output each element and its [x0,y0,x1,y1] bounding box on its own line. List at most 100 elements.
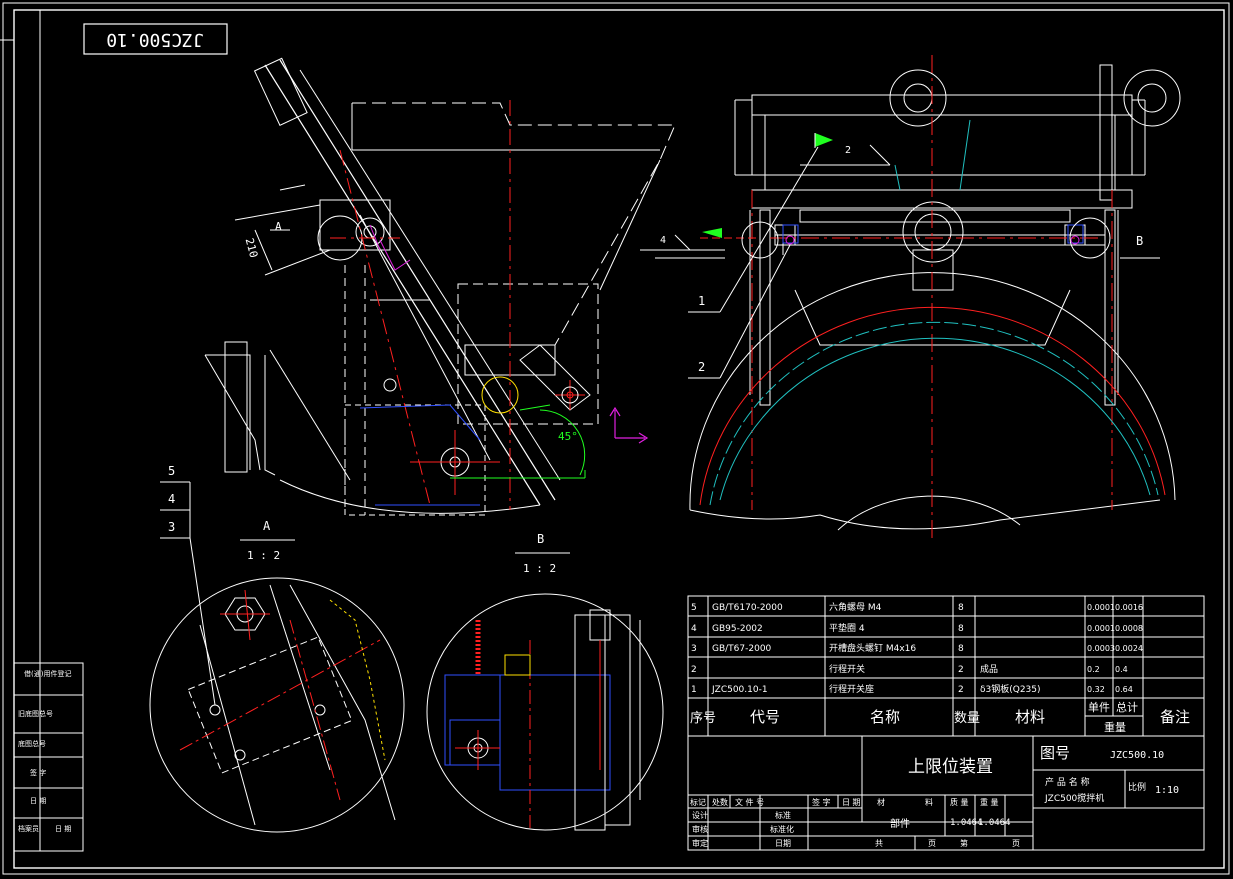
bom-header: 序号 代号 名称 数量 材料 单件 总计 重量 备注 [690,700,1190,734]
callout-2: 2 [698,360,705,374]
bom-cell-name: 开槽盘头螺钉 M4x16 [829,642,916,654]
tb-docno: 文 件 号 [735,797,764,807]
dimension-210: 210 [243,237,261,260]
tb-page: 第 [960,838,968,848]
drawing-title: 上限位装置 [908,757,993,777]
detail-b-scale: 1 : 2 [523,562,556,575]
callout-3: 3 [168,520,175,534]
tb-mass2: 1.0464 [978,818,1011,828]
tb-sheet-unit: 页 [928,839,936,848]
detail-a-scale: 1 : 2 [247,549,280,562]
bom-cell-qty: 8 [958,603,964,613]
drawing-number: JZC500.10 [1110,750,1164,761]
bom-cell-total-weight: 0.0008 [1115,624,1143,633]
view-b-ref-label: B [1136,234,1143,248]
bom-cell-total-weight: 0.4 [1115,665,1128,674]
tb-page-unit: 页 [1012,839,1020,848]
reg-label-1: 借(通)用件登记 [24,669,71,678]
bom-cell-no: 2 [691,665,697,675]
scale-value: 1:10 [1155,785,1179,796]
tb-mass1: 1.0464 [950,818,983,828]
bom-header-remark: 备注 [1160,708,1190,726]
tb-mat1: 材 [877,797,885,807]
bom-cell-no: 3 [691,644,697,654]
ucs-icon [609,406,649,444]
bom-cell-name: 六角螺母 M4 [829,601,882,613]
tb-part: 部件 [890,817,910,830]
view-a-ref-label: A [275,220,282,233]
reg-label-5: 日 期 [30,797,46,805]
callout-4-left: 4 [660,235,666,246]
product-name-label: 产 品 名 称 [1045,776,1090,788]
bom-cell-name: 平垫圈 4 [829,622,865,634]
left-registration-strip [13,662,84,852]
tb-check: 审核 [692,824,708,834]
bom-cell-no: 1 [691,685,697,695]
tb-standard: 标准 [775,810,791,820]
tb-mass: 质 量 [950,797,969,807]
level-flags [702,133,833,238]
callout-4: 4 [168,492,175,506]
bom-header-qty: 数量 [954,711,980,726]
detail-b [426,593,664,831]
angle-45: 45° [558,430,578,443]
drawing-number-label: 图号 [1040,744,1070,762]
tb-sheets: 共 [875,839,883,848]
tb-approve: 审定 [692,838,708,848]
callout-leaders [160,146,819,706]
bom-cell-unit-weight: 0.0001 [1087,624,1115,633]
tb-mat2: 料 [925,797,933,807]
front-view [640,64,1181,531]
reg-label-7: 日 期 [55,825,71,833]
title-block-lines [687,735,1205,851]
drawing-code-box: JZC500.10 [83,23,228,55]
tb-design: 设计 [692,810,708,820]
bom-cell-qty: 2 [958,685,964,695]
product-name: JZC500搅拌机 [1044,792,1104,804]
bom-cell-total-weight: 0.64 [1115,685,1133,694]
drawing-code-mirrored: JZC500.10 [106,29,204,50]
bom-cell-qty: 2 [958,665,964,675]
bom-header-total: 总计 [1116,700,1138,714]
reg-label-4: 签 字 [30,768,46,777]
bom-cell-name: 行程开关 [829,663,865,675]
tb-std-check: 标准化 [770,824,794,834]
callout-2-upper: 2 [845,145,851,156]
scale-label: 比例 [1128,781,1146,793]
tb-sign: 签 字 [812,797,831,807]
bom-cell-unit-weight: 0.0001 [1087,603,1115,612]
bom-cell-name: 行程开关座 [829,683,874,695]
bom-cell-total-weight: 0.0016 [1115,603,1143,612]
callout-5: 5 [168,464,175,478]
bom-header-name: 名称 [870,708,900,726]
bom-cell-material: δ3钢板(Q235) [980,683,1041,695]
reg-label-2: 旧底图总号 [18,709,53,718]
bom-header-weight: 重量 [1104,720,1126,734]
bom-cell-no: 5 [691,603,697,613]
detail-a [149,577,405,833]
bom-header-single: 单件 [1088,701,1110,714]
bom-cell-code: GB/T67-2000 [712,644,772,654]
title-block-row1: 标记 处数 文 件 号 签 字 日 期 材 料 质 量 重 量 [690,797,999,807]
reg-label-6: 档案员 [18,824,39,833]
bom-cell-qty: 8 [958,644,964,654]
tb-weight: 重 量 [980,797,999,807]
bom-cell-code: GB95-2002 [712,624,763,634]
front-view-colored [699,55,1166,540]
bom-cell-code: JZC500.10-1 [711,685,768,695]
tb-date2: 日期 [775,839,791,848]
detail-a-title: A [263,519,271,533]
inner-border [13,9,1225,869]
tb-mark: 标记 [690,797,706,807]
bom-cell-material: 成品 [980,663,998,675]
side-view-colored [330,100,586,510]
detail-b-title: B [537,532,544,546]
bom-header-material: 材料 [1015,708,1045,726]
tb-date: 日 期 [842,798,861,807]
